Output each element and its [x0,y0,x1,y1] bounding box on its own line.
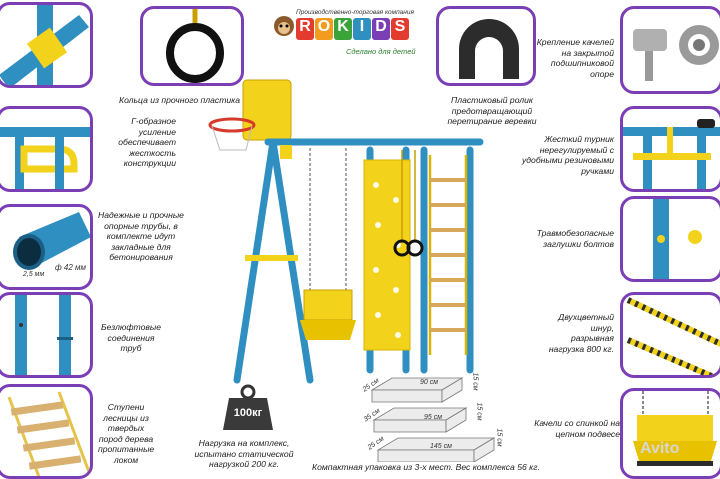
pipe-wall-label: 2,5 мм [23,271,45,278]
card-g-joint [0,2,93,88]
caption-boltless: Безлюфтовые соединения труб [100,322,161,353]
caption-rings: Кольца из прочного пластика [119,95,240,105]
logo-letter: K [334,18,352,40]
g-joint-illustration [0,5,89,85]
package-2-height: 15 см [475,402,483,421]
weight-icon [223,384,273,430]
package-3-height: 15 см [495,428,503,447]
card-roller [436,6,536,86]
card-g-brace [0,106,93,192]
package-2-length: 95 см [424,414,443,421]
turnik-illustration [623,119,720,189]
bearing-illustration [633,25,719,81]
rokids-logo [274,16,294,36]
card-rings [140,6,244,86]
caption-roller: Пластиковый ролик предотвращающий перети… [447,95,537,126]
card-swing [620,388,720,479]
packages-illustration [370,377,496,462]
caption-ladder-steps: Ступени лесницы из твердых пород дерева … [98,402,155,465]
card-bolt-plugs [620,196,720,282]
caption-turnik: Жесткий турник нерегулируемый с удобными… [522,134,614,176]
pipe-section-illustration [13,212,90,270]
avito-watermark: Avito [640,440,680,457]
caption-pipes: Надежные и прочные опорные трубы, в комп… [98,210,184,262]
logo-letter: S [391,18,409,40]
logo-letter: R [296,18,314,40]
logo-letters: R O K I D S [296,18,409,40]
card-pipe-joint [0,292,93,378]
footer-package-info: Компактная упаковка из 3-х мест. Вес ком… [312,462,540,472]
package-1-height: 15 см [471,372,479,391]
cord-illustration [626,297,720,375]
package-1-length: 90 см [420,379,439,386]
ladder-steps-illustration [7,391,90,476]
swing-illustration [633,391,717,466]
g-brace-illustration [0,127,90,189]
bolt-plugs-illustration [653,199,702,279]
card-pipe-section: 2,5 мм ф 42 мм [0,204,93,290]
card-cord [620,292,720,378]
caption-bearing: Крепление качелей на закрытой подшипнико… [536,37,614,79]
pipe-diameter-label: ф 42 мм [55,263,86,272]
ring-illustration [166,9,224,83]
card-ladder-steps [0,384,93,479]
playground-scene [208,79,484,384]
card-turnik [620,106,720,192]
logo-tagline: Сделано для детей [346,47,416,56]
logo-letter: O [315,18,333,40]
package-3-length: 145 см [430,443,452,450]
weight-badge-label: 100кг [233,407,263,419]
logo-company-line: Производственно-торговая компания [296,9,414,16]
caption-cord: Двухцветный шнур, разрывная нагрузка 800… [548,312,614,354]
caption-plugs: Травмобезопасные заглушки болтов [536,228,614,249]
roller-illustration [459,19,519,79]
caption-weight: Нагрузка на комплекс, испытано статическ… [194,438,294,469]
logo-letter: I [353,18,371,40]
pipe-joint-illustration [15,295,73,375]
card-bearing [620,6,720,94]
logo-letter: D [372,18,390,40]
caption-g-shaped: Г-образное усиление обеспечивает жесткос… [118,116,176,168]
caption-swing: Качели со спинкой на цепном подвесе [534,418,620,439]
